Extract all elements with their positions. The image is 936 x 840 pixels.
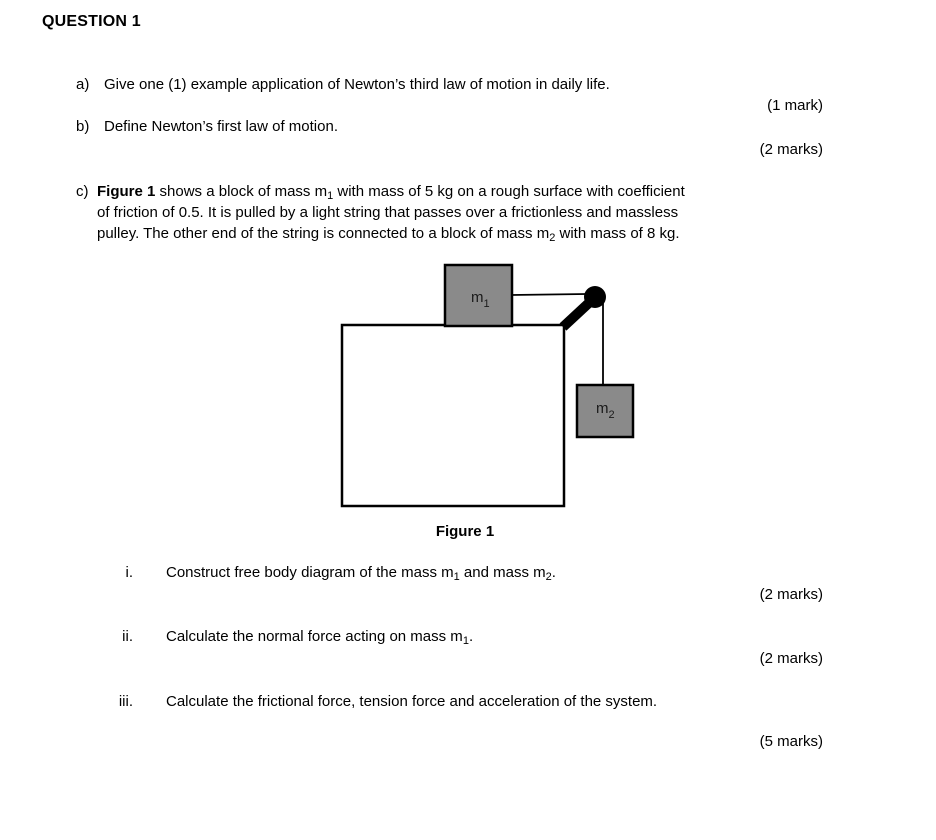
item-c-line-3: pulley. The other end of the string is c… (97, 225, 680, 244)
table-rect (340, 323, 566, 508)
item-iii-label: iii. (118, 693, 133, 710)
figure-ref-bold: Figure 1 (97, 183, 156, 200)
figure-caption: Figure 1 (435, 523, 495, 540)
item-a-label: a) (76, 76, 90, 93)
item-ii-label: ii. (122, 628, 133, 645)
item-a-text: Give one (1) example application of Newt… (104, 76, 610, 93)
item-c-line-1: Figure 1 shows a block of mass m1 with m… (97, 183, 685, 202)
item-c-label: c) (76, 183, 89, 200)
m1-block (443, 263, 514, 328)
item-i-text: Construct free body diagram of the mass … (166, 564, 556, 583)
item-iii-text: Calculate the frictional force, tension … (166, 693, 658, 710)
m1-label: m1 (471, 289, 490, 310)
pulley-icon (584, 286, 606, 308)
item-b-marks: (2 marks) (759, 141, 823, 158)
item-i-label: i. (125, 564, 134, 581)
string-m1-to-pulley (510, 293, 588, 296)
item-a-marks: (1 mark) (767, 97, 823, 114)
question-heading: QUESTION 1 (42, 13, 141, 30)
item-c-line-2: of friction of 0.5. It is pulled by a li… (97, 204, 679, 221)
m2-block (575, 383, 635, 439)
pulley-support-bar (559, 297, 595, 331)
m2-label: m2 (596, 400, 615, 421)
item-b-text: Define Newton’s first law of motion. (104, 118, 338, 135)
item-c-text: Figure 1 shows a block of mass m1 with m… (97, 181, 685, 244)
item-ii-text: Calculate the normal force acting on mas… (166, 628, 474, 647)
item-b-label: b) (76, 118, 90, 135)
item-ii-marks: (2 marks) (759, 650, 823, 667)
item-iii-marks: (5 marks) (759, 733, 823, 750)
figure-1-diagram: m1 m2 (340, 263, 635, 508)
item-i-marks: (2 marks) (759, 586, 823, 603)
